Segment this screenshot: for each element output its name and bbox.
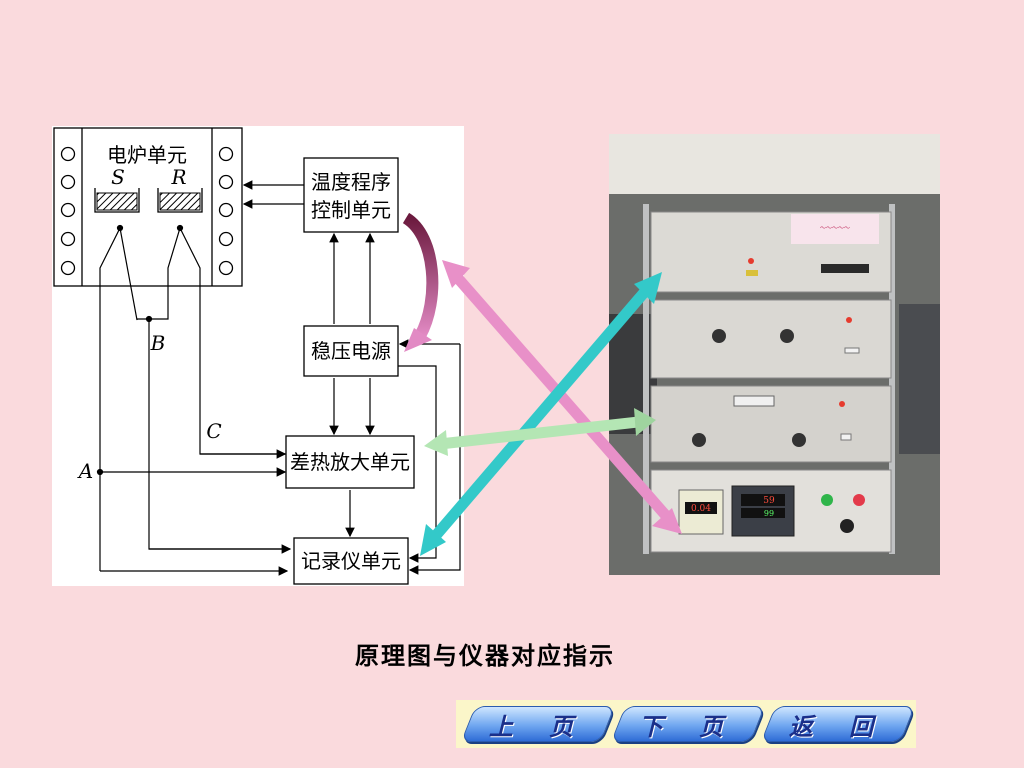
diff-amp-box [285, 435, 415, 489]
power-supply-label: 稳压电源 [311, 339, 391, 363]
sample-s-label: S [111, 165, 125, 189]
caption: 原理图与仪器对应指示 [355, 641, 615, 670]
furnace-label: 电炉单元 [107, 143, 187, 167]
wire-label-a: A [77, 459, 93, 483]
diff-amp-unit [650, 385, 892, 463]
recorder-label: 记录仪单元 [301, 549, 401, 573]
reference-r-label: R [170, 165, 186, 189]
display-readout-3: 99 [764, 509, 774, 518]
power-supply-unit [650, 299, 892, 379]
principle-diagram: 电炉单元 S R A B C [52, 126, 464, 586]
svg-text:～～～～～: ～～～～～ [820, 225, 850, 232]
wire-label-b: B [150, 331, 166, 355]
display-readout-2: 59 [763, 496, 775, 506]
furnace-unit [53, 127, 243, 287]
recorder-box [293, 537, 409, 585]
recorder-unit: 0.04 59 99 [650, 469, 892, 553]
display-readout-1: 0.04 [691, 504, 711, 514]
diff-amp-label: 差热放大单元 [290, 450, 410, 474]
next-page-button[interactable]: 下 页 [610, 706, 766, 742]
next-page-label: 下 页 [638, 711, 738, 741]
temp-control-box [303, 157, 399, 233]
temp-control-label-2: 控制单元 [311, 198, 391, 222]
prev-page-button[interactable]: 上 页 [460, 706, 616, 742]
navigation-bar: 上 页 下 页 返 回 [456, 700, 916, 748]
back-label: 返 回 [788, 711, 888, 741]
instrument-photo: ～～～～～ 0.04 59 [609, 134, 940, 575]
thermocouple-wires [96, 224, 292, 576]
sample-crucible [94, 188, 140, 213]
temp-program-controller-unit: ～～～～～ [650, 211, 892, 293]
temp-control-label-1: 温度程序 [311, 170, 391, 194]
back-button[interactable]: 返 回 [760, 706, 916, 742]
reference-crucible [157, 188, 203, 213]
signal-arrows [242, 180, 461, 575]
prev-page-label: 上 页 [488, 711, 588, 741]
wire-label-c: C [206, 419, 221, 443]
power-supply-box [303, 325, 399, 377]
